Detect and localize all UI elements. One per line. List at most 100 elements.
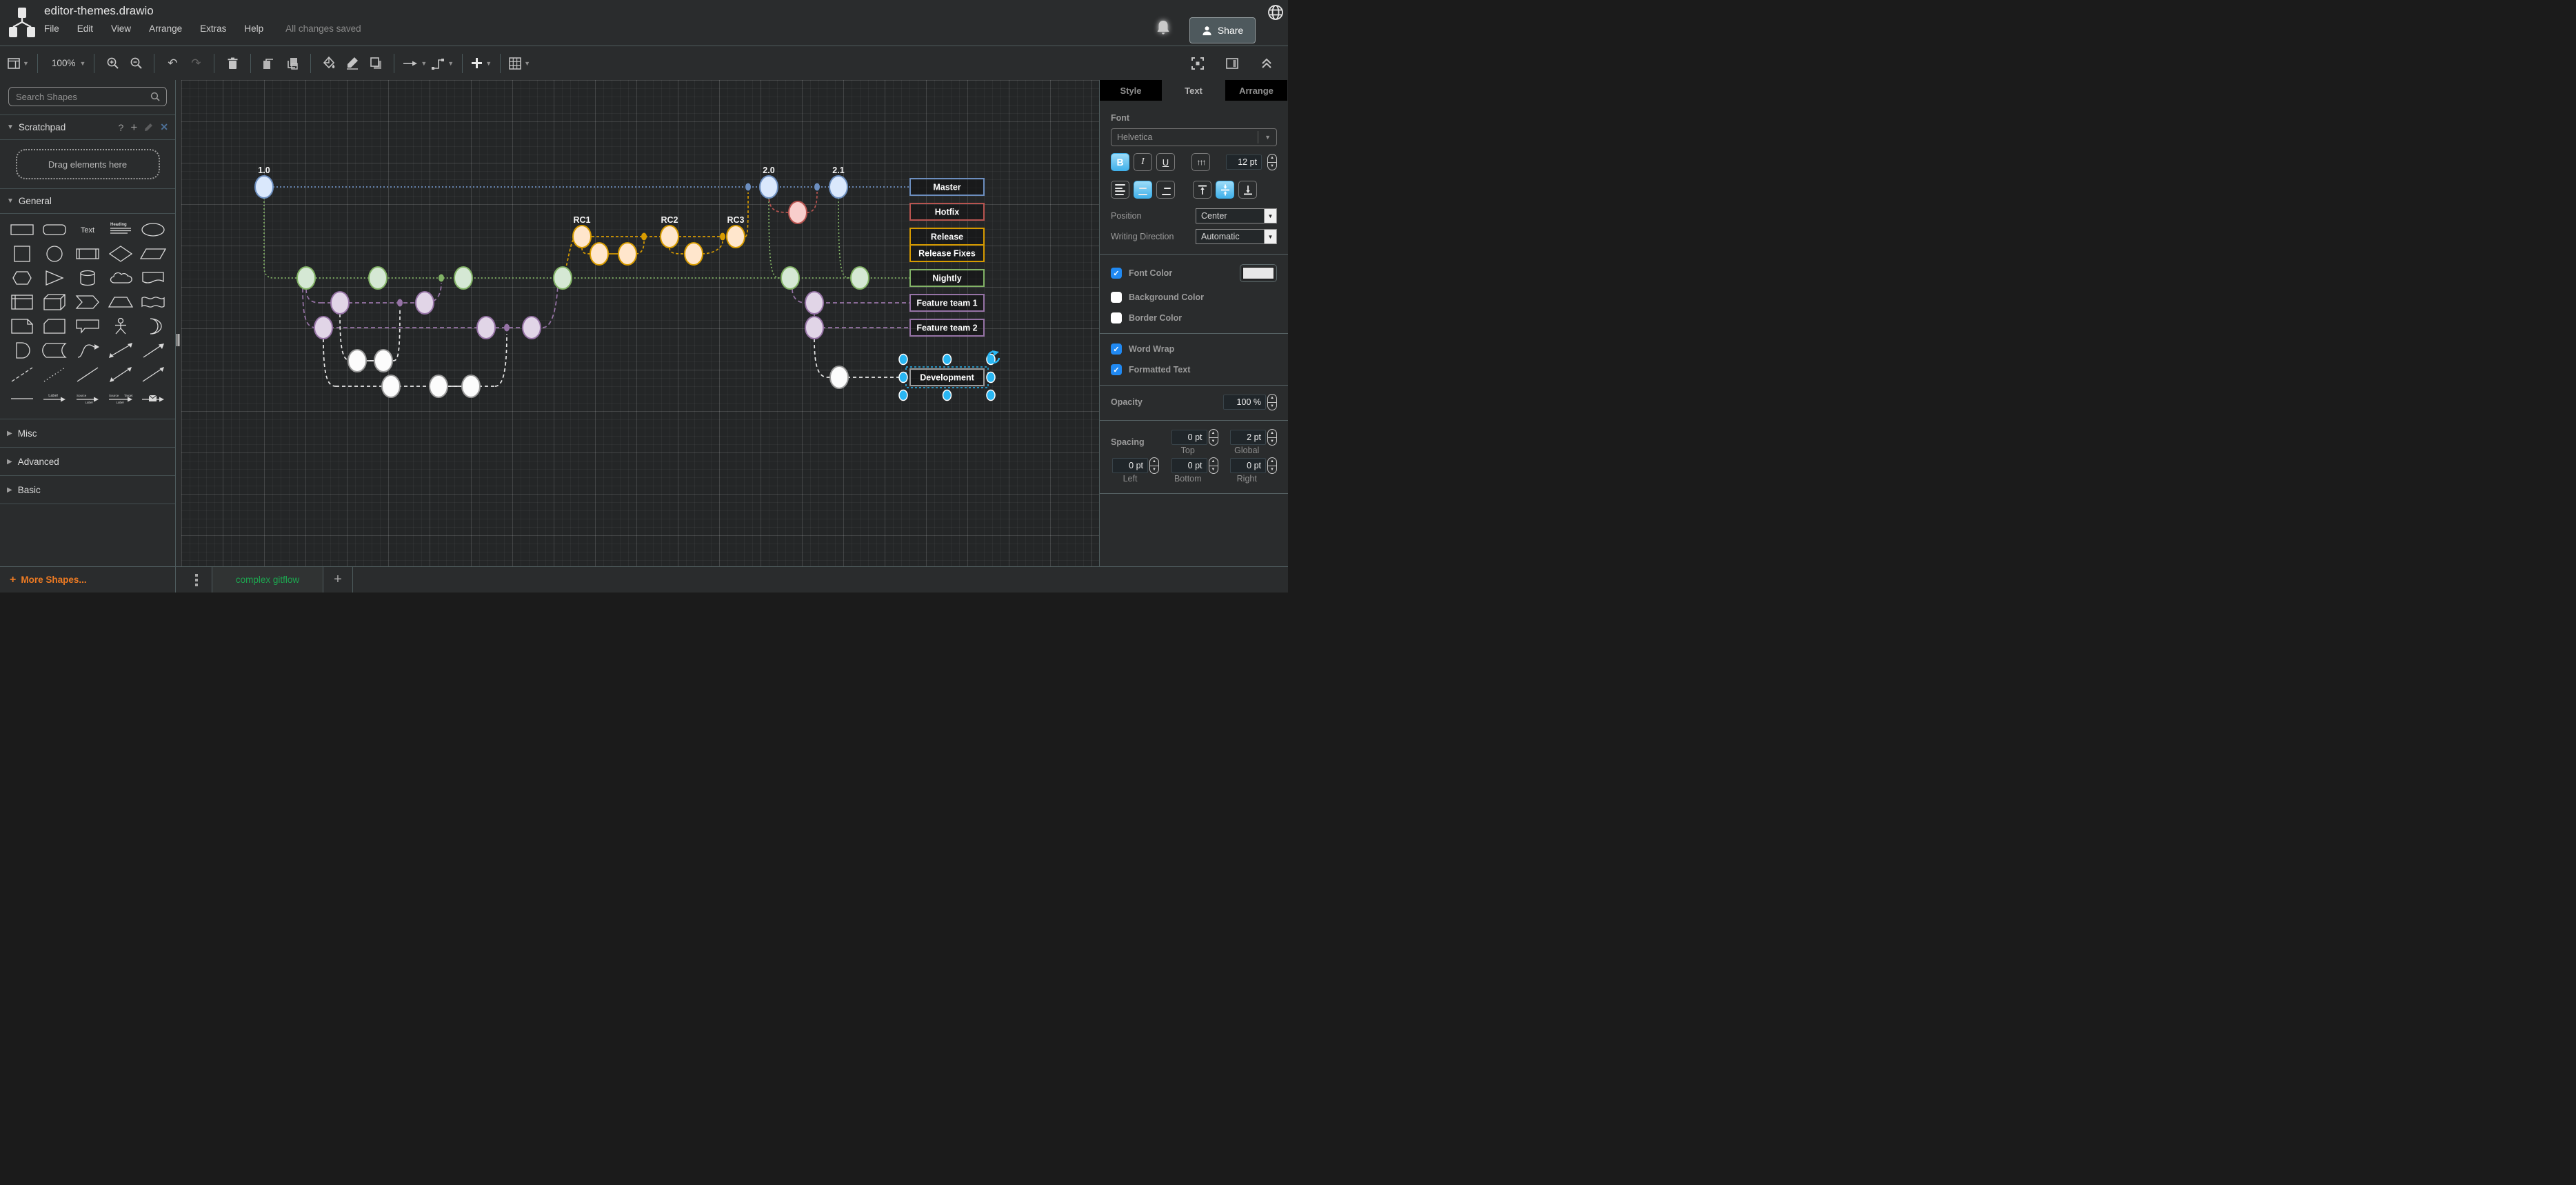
merge-dot-green[interactable]	[439, 274, 444, 282]
commit-node-purple[interactable]	[805, 291, 824, 315]
commit-node-green[interactable]	[850, 266, 869, 290]
shape-dotted-line[interactable]	[39, 364, 72, 385]
sidebar-section-general[interactable]: ▼ General	[0, 189, 175, 214]
shape-bidirectional-arrow[interactable]	[104, 340, 137, 361]
scratchpad-header[interactable]: ▼ Scratchpad ? + ✕	[0, 115, 175, 140]
font-size-stepper[interactable]: ▲▼	[1267, 154, 1277, 170]
branch-label-box[interactable]	[909, 178, 985, 196]
commit-node-red[interactable]	[788, 201, 807, 224]
branch-label-box[interactable]	[909, 228, 985, 246]
edge-purple[interactable]	[542, 285, 559, 328]
more-shapes-button[interactable]: + More Shapes...	[0, 567, 176, 592]
merge-dot-orange[interactable]	[641, 232, 647, 241]
shape-arrow[interactable]	[137, 340, 170, 361]
align-right-button[interactable]	[1156, 181, 1175, 199]
menu-arrange[interactable]: Arrange	[149, 23, 183, 34]
shape-internal-storage[interactable]	[6, 292, 39, 312]
shape-square[interactable]	[6, 243, 39, 264]
shape-parallelogram[interactable]	[137, 243, 170, 264]
edge-dev[interactable]	[814, 338, 829, 378]
spacing-right-input[interactable]: 0 pt	[1230, 458, 1266, 473]
page-tab[interactable]: complex gitflow	[212, 567, 323, 592]
shape-cloud[interactable]	[104, 268, 137, 288]
vertical-text-button[interactable]: ↑↑↑	[1191, 153, 1210, 171]
pages-menu-button[interactable]	[181, 567, 212, 592]
checkbox[interactable]: ✓	[1111, 268, 1122, 279]
selection-handle[interactable]	[942, 353, 952, 366]
zoom-level-button[interactable]: 100% ▼	[44, 53, 88, 74]
merge-dot-purple[interactable]	[504, 323, 510, 332]
edge-dev[interactable]	[323, 338, 336, 387]
rotate-handle-icon[interactable]	[987, 350, 1000, 364]
commit-node-green[interactable]	[553, 266, 572, 290]
checkbox[interactable]	[1111, 292, 1122, 303]
add-page-button[interactable]: +	[323, 567, 353, 592]
spacing-stepper[interactable]: ▲▼	[1267, 457, 1277, 474]
commit-node-blue[interactable]	[254, 175, 274, 199]
shape-triangle[interactable]	[39, 268, 72, 288]
shape-line[interactable]	[71, 364, 104, 385]
zoom-out-button[interactable]	[124, 53, 148, 74]
font-family-select[interactable]: Helvetica ▼	[1111, 128, 1277, 146]
writing-direction-select[interactable]: Automatic ▼	[1196, 229, 1277, 244]
shape-tape[interactable]	[137, 292, 170, 312]
position-select[interactable]: Center ▼	[1196, 208, 1277, 223]
shape-data-storage[interactable]	[39, 340, 72, 361]
edge-red[interactable]	[806, 191, 818, 213]
branch-label-box[interactable]	[909, 269, 985, 287]
commit-node-orange[interactable]	[618, 242, 637, 266]
commit-node-blue[interactable]	[759, 175, 778, 199]
commit-node-purple[interactable]	[314, 316, 333, 339]
shape-directional-connector[interactable]	[137, 364, 170, 385]
edge-orange[interactable]	[669, 247, 686, 255]
share-button[interactable]: Share	[1189, 17, 1256, 43]
edge-purple[interactable]	[302, 288, 316, 328]
shape-arrow-mail[interactable]	[137, 388, 170, 409]
opacity-input[interactable]: 100 %	[1223, 395, 1266, 410]
waypoint-style-button[interactable]: ▼	[429, 53, 456, 74]
menu-view[interactable]: View	[111, 23, 132, 34]
edge-dev[interactable]	[494, 333, 507, 387]
shape-text[interactable]: Text	[71, 219, 104, 240]
shape-cube[interactable]	[39, 292, 72, 312]
shape-document[interactable]	[137, 268, 170, 288]
commit-node-green[interactable]	[368, 266, 388, 290]
merge-dot-blue[interactable]	[814, 183, 820, 191]
sidebar-section-misc[interactable]: ▶Misc	[0, 419, 175, 447]
edge-red[interactable]	[768, 194, 789, 213]
spacing-stepper[interactable]: ▲▼	[1208, 429, 1218, 446]
connection-style-button[interactable]: ▼	[401, 53, 429, 74]
shape-bidirectional-connector[interactable]	[104, 364, 137, 385]
language-globe-icon[interactable]	[1267, 4, 1284, 21]
view-button[interactable]: ▼	[6, 53, 31, 74]
shape-card[interactable]	[39, 316, 72, 337]
edge-purple[interactable]	[792, 288, 806, 303]
delete-button[interactable]	[221, 53, 244, 74]
zoom-in-button[interactable]	[101, 53, 124, 74]
menu-help[interactable]: Help	[244, 23, 264, 34]
scratchpad-help-icon[interactable]: ?	[118, 121, 124, 133]
shape-cylinder[interactable]	[71, 268, 104, 288]
merge-dot-blue[interactable]	[745, 183, 751, 191]
edge-green[interactable]	[768, 197, 781, 279]
edge-dev[interactable]	[392, 308, 401, 361]
opacity-stepper[interactable]: ▲▼	[1267, 394, 1277, 410]
edge-dev[interactable]	[339, 313, 352, 361]
menu-file[interactable]: File	[44, 23, 59, 34]
commit-node-white[interactable]	[461, 375, 481, 398]
commit-node-purple[interactable]	[330, 291, 350, 315]
scratchpad-close-icon[interactable]: ✕	[160, 121, 168, 132]
shape-callout[interactable]	[71, 316, 104, 337]
tab-text[interactable]: Text	[1163, 80, 1225, 101]
spacing-left-input[interactable]: 0 pt	[1112, 458, 1148, 473]
commit-node-green[interactable]	[296, 266, 316, 290]
scratchpad-drop-area[interactable]: Drag elements here	[0, 140, 175, 189]
menu-edit[interactable]: Edit	[77, 23, 94, 34]
underline-button[interactable]: U	[1156, 153, 1175, 171]
shape-step[interactable]	[71, 292, 104, 312]
selection-handle[interactable]	[898, 389, 908, 401]
fullscreen-button[interactable]	[1186, 53, 1209, 74]
checkbox[interactable]: ✓	[1111, 343, 1122, 355]
